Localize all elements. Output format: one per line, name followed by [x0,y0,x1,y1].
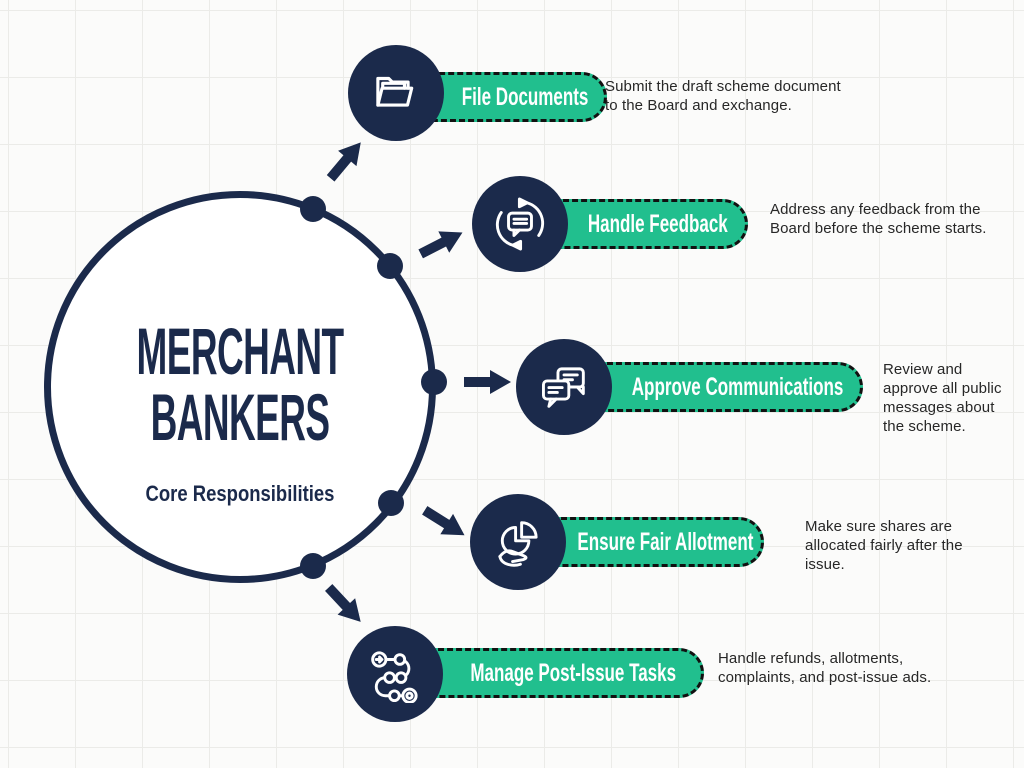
connector-dot [421,369,447,395]
arrow-icon [318,578,371,632]
central-circle: MERCHANT BANKERS Core Responsibilities [44,191,436,583]
item-circle-ensure-fair-allotment [470,494,566,590]
connector-dot [378,490,404,516]
item-circle-manage-post-issue-tasks [347,626,443,722]
item-circle-approve-communications [516,339,612,435]
item-circle-file-documents [348,45,444,141]
title-line-1: MERCHANT [136,314,344,388]
arrow-icon [320,133,372,188]
item-description: Submit the draft scheme document to the … [605,78,841,114]
folder-icon [376,76,414,107]
page-subtitle: Core Responsibilities [145,481,335,506]
item-label: Handle Feedback [588,209,728,238]
item-circle-handle-feedback [472,176,568,272]
item-description: Make sure shares are allocated fairly af… [805,518,963,573]
item-pill-manage-post-issue-tasks: Manage Post-Issue Tasks [395,648,704,698]
item-label: Approve Communications [631,372,844,401]
arrow-icon [417,498,473,547]
item-label: Manage Post-Issue Tasks [470,658,677,687]
item-pill-approve-communications: Approve Communications [564,362,863,412]
item-label: Ensure Fair Allotment [576,527,754,556]
connector-dot [377,253,403,279]
chat-bubbles-icon [542,367,585,408]
process-path-icon [371,651,418,703]
item-description: Handle refunds, allotments, complaints, … [718,650,932,686]
connector-dot [300,196,326,222]
feedback-cycle-icon [495,197,545,251]
title-line-2: BANKERS [150,380,330,454]
arrow-icon [414,220,469,267]
item-description: Review and approve all public messages a… [883,361,1002,435]
item-label: File Documents [462,82,589,111]
item-description: Address any feedback from the Board befo… [770,201,987,237]
page-title: MERCHANT BANKERS [51,318,429,450]
connector-dot [300,553,326,579]
pie-chart-hand-icon [498,521,538,567]
arrow-icon [464,368,512,396]
item-pill-handle-feedback: Handle Feedback [520,199,748,249]
